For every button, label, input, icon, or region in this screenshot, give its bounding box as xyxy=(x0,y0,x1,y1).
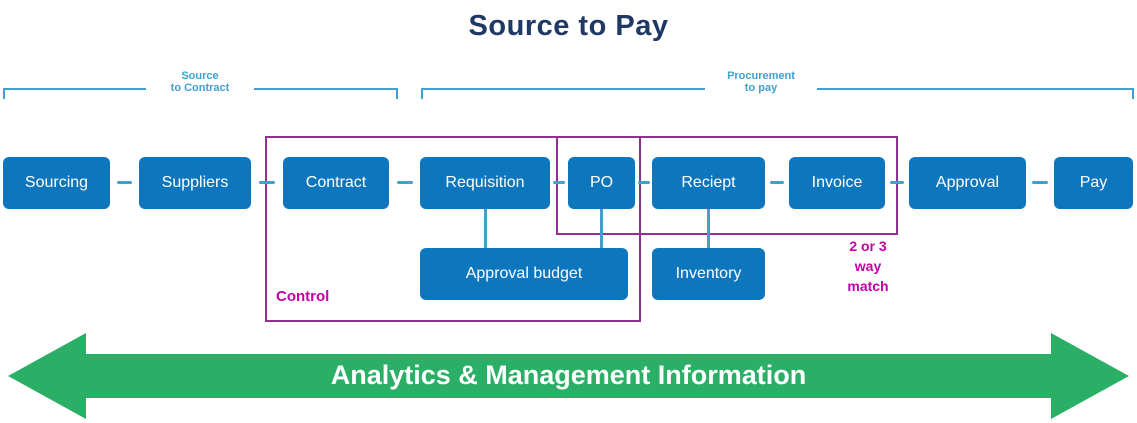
connector-dash xyxy=(553,181,565,184)
connector-po-budget xyxy=(600,209,603,248)
bracket-label-line1: Source xyxy=(181,70,219,82)
process-box-approval-budget: Approval budget xyxy=(420,248,628,300)
connector-reciept-inventory xyxy=(707,209,710,249)
match-group-label: 2 or 3 way match xyxy=(833,236,903,296)
connector-dash xyxy=(1032,181,1048,184)
control-group-outline xyxy=(265,136,641,322)
control-group-label: Control xyxy=(276,288,330,305)
process-box-invoice: Invoice xyxy=(789,157,885,209)
match-label-line3: match xyxy=(847,278,889,294)
process-box-po: PO xyxy=(568,157,635,209)
process-box-sourcing: Sourcing xyxy=(3,157,110,209)
connector-dash xyxy=(770,181,784,184)
match-label-line2: way xyxy=(854,258,882,274)
process-box-reciept: Reciept xyxy=(652,157,765,209)
connector-dash xyxy=(638,181,650,184)
double-arrow-shape xyxy=(8,333,1129,419)
analytics-arrow xyxy=(0,330,1137,423)
match-group-outline xyxy=(556,136,898,235)
procurement-to-pay-label: Procurement to pay xyxy=(705,70,817,94)
match-label-line1: 2 or 3 xyxy=(849,238,887,254)
process-box-pay: Pay xyxy=(1054,157,1133,209)
diagram-title: Source to Pay xyxy=(468,10,669,42)
process-box-suppliers: Suppliers xyxy=(139,157,251,209)
connector-dash xyxy=(890,181,904,184)
bracket-label-line1: Procurement xyxy=(727,70,795,82)
process-box-approval: Approval xyxy=(909,157,1026,209)
process-box-requisition: Requisition xyxy=(420,157,550,209)
connector-requisition-budget xyxy=(484,209,487,248)
connector-dash xyxy=(397,181,413,184)
source-to-contract-label: Source to Contract xyxy=(146,70,254,94)
bracket-label-line2: to Contract xyxy=(170,82,230,94)
analytics-label: Analytics & Management Information xyxy=(330,360,807,390)
bracket-label-line2: to pay xyxy=(744,82,778,94)
process-box-inventory: Inventory xyxy=(652,248,765,300)
connector-dash xyxy=(117,181,132,184)
connector-dash xyxy=(259,181,275,184)
process-box-contract: Contract xyxy=(283,157,389,209)
